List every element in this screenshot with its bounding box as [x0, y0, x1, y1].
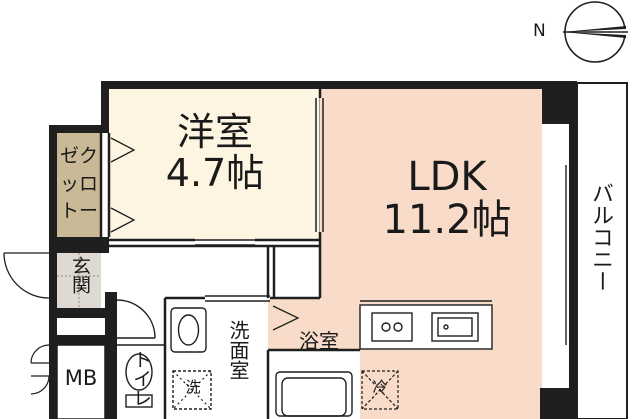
compass-label: N [533, 21, 546, 41]
closet-label: ゼク ッロ トー [57, 143, 101, 226]
bedroom-label: 洋室 4.7帖 [140, 110, 290, 196]
balcony-floor [577, 87, 627, 419]
closet-floor [57, 133, 101, 237]
closet-line-2: ッロ [59, 172, 98, 195]
bedroom-size: 4.7帖 [165, 151, 265, 196]
bedroom-name: 洋室 [176, 110, 253, 154]
balcony-label: バルコニー [588, 182, 613, 292]
bathroom-label: 浴室 [299, 329, 339, 353]
entrance-label: 玄関 [69, 256, 91, 294]
toilet-label: トイレ [130, 350, 152, 407]
fridge-label: 冷 [372, 378, 388, 396]
bedroom-floor [109, 88, 320, 240]
meter-box-label: MB [64, 366, 98, 390]
ldk-name: LDK [407, 154, 487, 200]
washer-label: 洗 [185, 378, 201, 396]
closet-line-3: トー [59, 200, 98, 223]
ldk-label: LDK 11.2帖 [352, 154, 542, 244]
closet-line-1: ゼク [59, 145, 98, 167]
ldk-size: 11.2帖 [382, 197, 512, 244]
washroom-label: 洗面室 [226, 320, 250, 380]
north-arrow-icon [563, 1, 628, 63]
